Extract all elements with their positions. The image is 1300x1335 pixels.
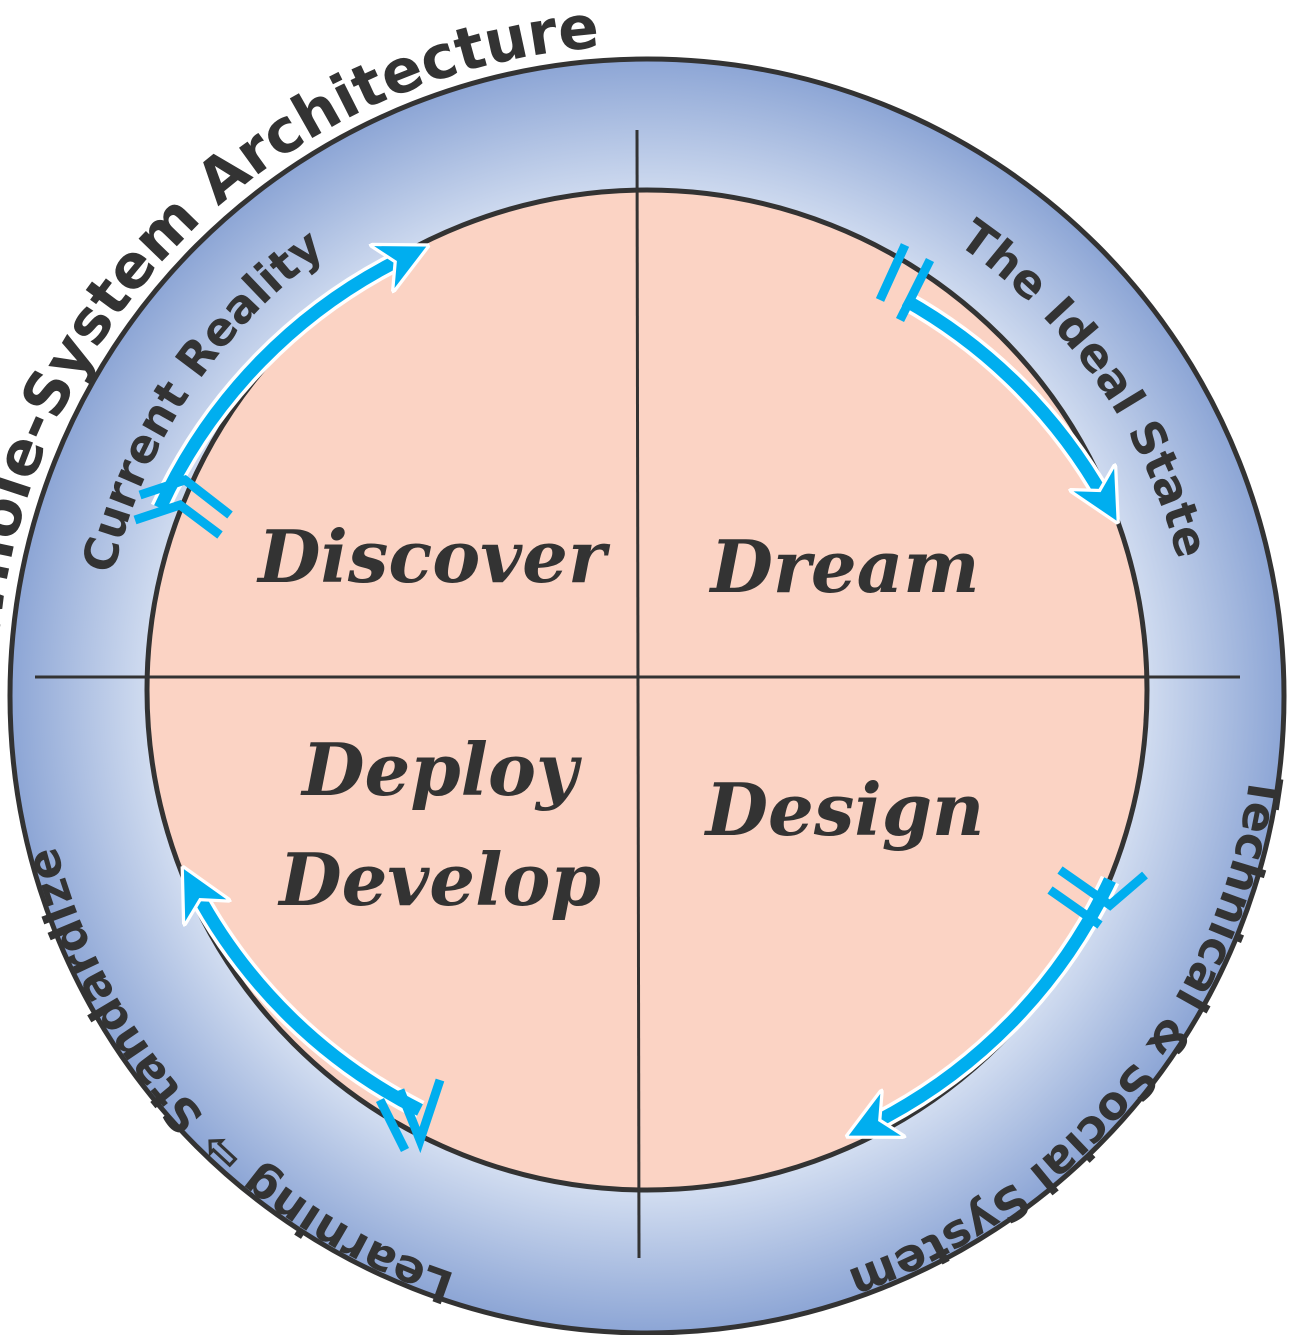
cycle-arrows bbox=[133, 243, 1148, 1154]
vertical-divider bbox=[635, 129, 641, 1259]
arrow-tail-icons bbox=[133, 243, 1148, 1154]
quadrant-design: Design bbox=[704, 767, 985, 852]
arrow-ideal-state bbox=[900, 291, 1105, 500]
arrow-learning-standardize bbox=[195, 890, 425, 1119]
quadrant-dream: Dream bbox=[708, 524, 979, 609]
quadrant-develop: Develop bbox=[277, 837, 601, 922]
quadrant-discover: Discover bbox=[256, 514, 611, 599]
inner-circle bbox=[144, 187, 1150, 1193]
quadrant-deploy: Deploy bbox=[300, 727, 582, 812]
arrow-current-reality bbox=[150, 257, 405, 513]
